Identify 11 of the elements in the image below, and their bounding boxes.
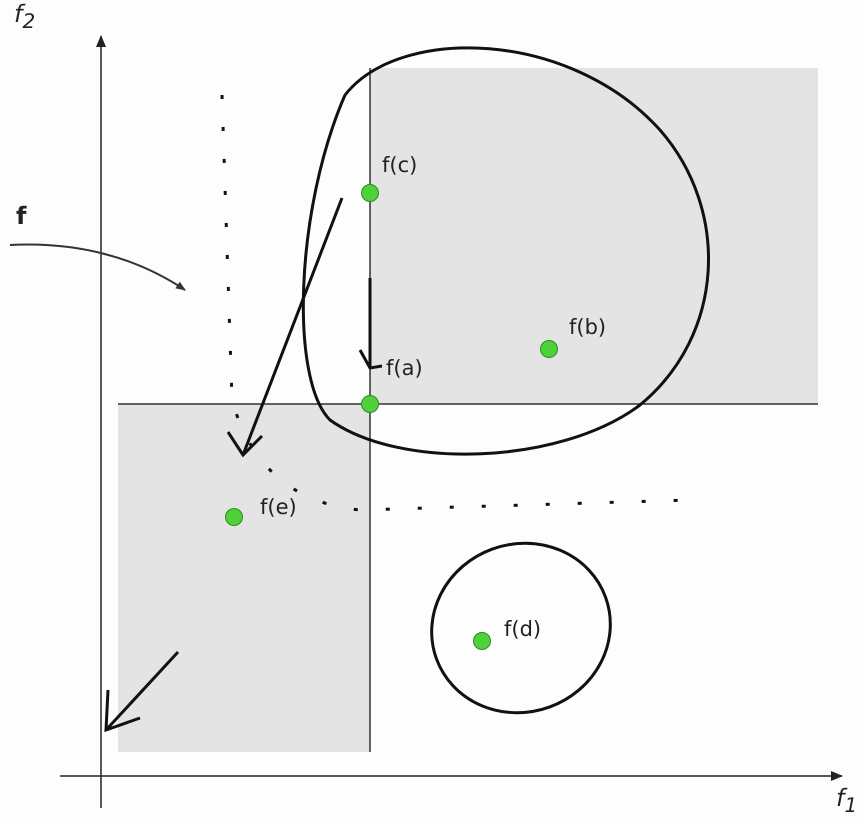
mapping-label: f: [16, 202, 26, 230]
point-label: f(b): [569, 315, 606, 339]
point-label: f(c): [382, 153, 418, 177]
point-marker: [361, 395, 379, 413]
point-label: f(d): [504, 617, 542, 641]
axis-label: f$_{1}$: [836, 784, 858, 817]
point-marker: [361, 184, 379, 202]
axis-label: f$_{2}$: [14, 0, 36, 33]
point-label: f(a): [386, 356, 423, 380]
point-marker: [473, 632, 491, 650]
point-label: f(e): [260, 495, 297, 519]
